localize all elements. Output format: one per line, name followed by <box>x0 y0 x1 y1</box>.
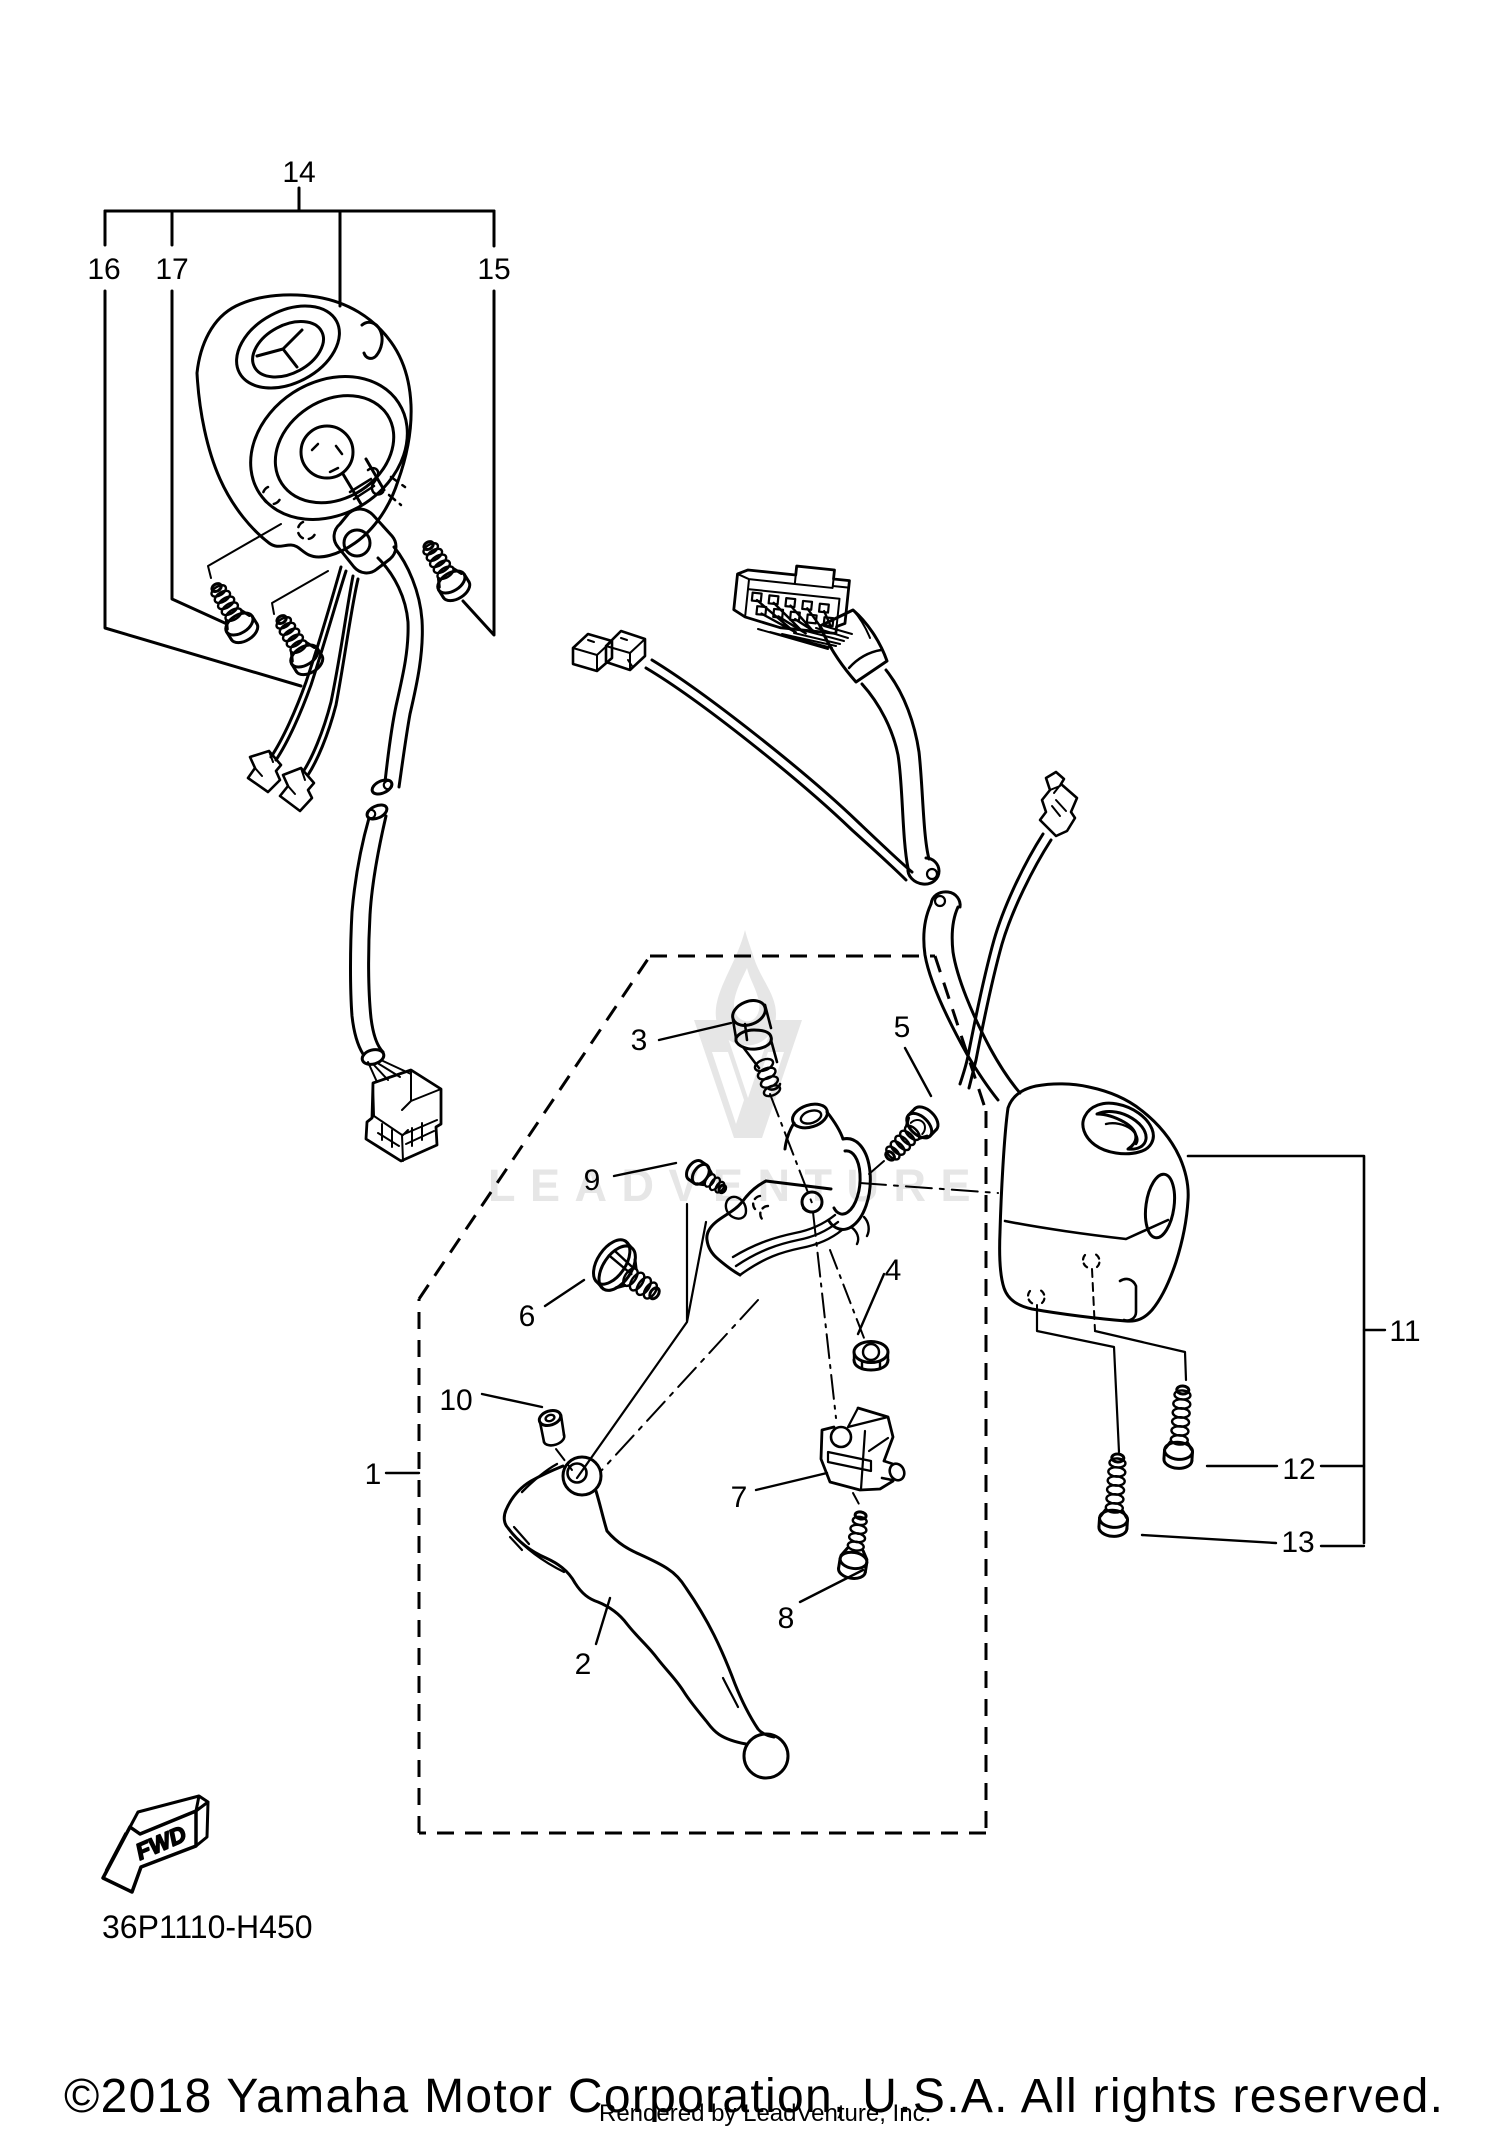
svg-text:14: 14 <box>282 156 315 189</box>
svg-text:2: 2 <box>575 1648 592 1681</box>
svg-text:3: 3 <box>631 1024 648 1057</box>
svg-text:10: 10 <box>439 1384 472 1417</box>
svg-text:11: 11 <box>1389 1315 1420 1348</box>
svg-text:7: 7 <box>731 1481 748 1514</box>
svg-text:12: 12 <box>1282 1453 1315 1486</box>
svg-text:LEADVENTURE: LEADVENTURE <box>488 1160 985 1211</box>
svg-text:Rendered by LeadVenture, Inc.: Rendered by LeadVenture, Inc. <box>599 2100 931 2127</box>
svg-text:17: 17 <box>155 253 188 286</box>
svg-text:4: 4 <box>885 1254 902 1287</box>
svg-text:©2018 Yamaha Motor Corporation: ©2018 Yamaha Motor Corporation, U.S.A. A… <box>64 2070 1444 2123</box>
svg-text:5: 5 <box>894 1011 911 1044</box>
svg-text:6: 6 <box>519 1300 536 1333</box>
svg-text:9: 9 <box>584 1164 601 1197</box>
svg-text:15: 15 <box>477 253 510 286</box>
svg-text:1: 1 <box>365 1458 382 1491</box>
svg-text:16: 16 <box>87 253 120 286</box>
svg-text:36P1110-H450: 36P1110-H450 <box>102 1909 313 1945</box>
svg-text:8: 8 <box>778 1602 795 1635</box>
svg-text:13: 13 <box>1281 1526 1314 1559</box>
